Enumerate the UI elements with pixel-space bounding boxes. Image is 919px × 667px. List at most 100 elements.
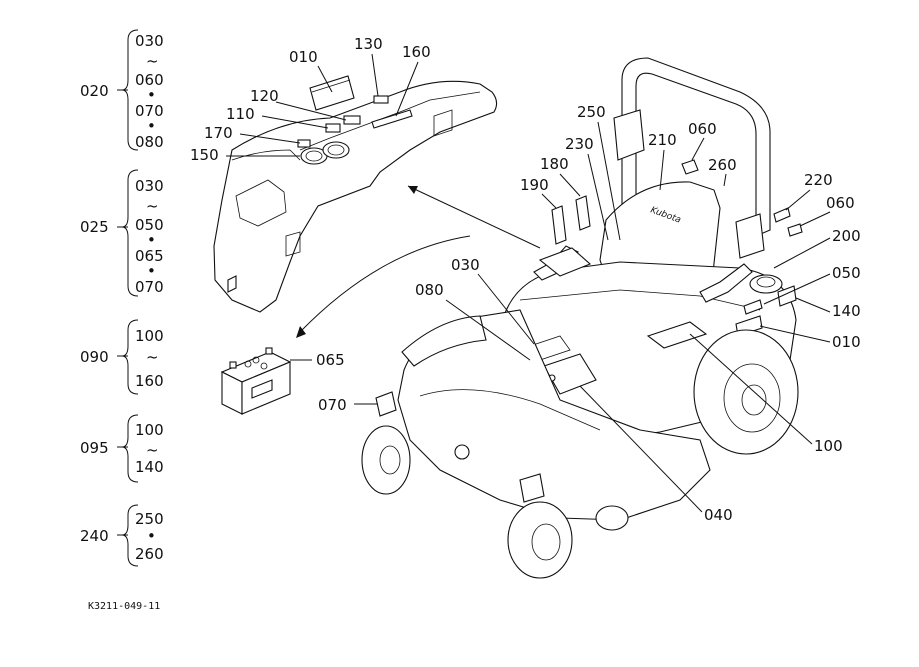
fender-edge-1	[231, 149, 301, 161]
callout-260: 260	[708, 156, 737, 174]
group-020-item-030: 030	[135, 32, 164, 50]
group-090-label: 090	[80, 348, 109, 366]
decal-070	[375, 391, 397, 417]
group-090-tilde: ~	[146, 348, 159, 366]
decal-110	[325, 123, 341, 133]
caster-right	[507, 501, 573, 579]
rops-label-plate	[613, 109, 645, 161]
leader-080	[445, 299, 531, 361]
callout-010-body: 010	[832, 333, 861, 351]
group-020-tilde: ~	[146, 52, 159, 70]
callout-065: 065	[316, 351, 345, 369]
callout-160: 160	[402, 43, 431, 61]
rear-wheel	[693, 329, 799, 455]
leader-060-rops	[691, 137, 705, 161]
leader-260	[723, 173, 727, 187]
control-lever-right	[699, 263, 753, 303]
callout-150: 150	[190, 146, 219, 164]
leader-030	[477, 273, 535, 345]
battery-locator-arrow	[299, 235, 471, 333]
group-090-item-100: 100	[135, 327, 164, 345]
callout-070: 070	[318, 396, 347, 414]
group-020-brace	[121, 29, 139, 151]
battery-cap-1	[244, 360, 252, 368]
fuel-cap-inner	[756, 276, 776, 288]
decal-100-body	[646, 321, 708, 349]
group-025-label: 025	[80, 218, 109, 236]
decal-060-rops	[681, 159, 699, 175]
group-020-bullet-2: •	[147, 117, 156, 135]
leader-140	[795, 297, 831, 313]
battery-terminal-right	[265, 347, 273, 355]
callout-110: 110	[226, 105, 255, 123]
deck-crease	[419, 389, 601, 431]
decal-220	[773, 207, 791, 223]
battery-terminal-left	[229, 361, 237, 369]
group-095-item-140: 140	[135, 458, 164, 476]
decal-120	[343, 115, 361, 125]
group-240-brace	[121, 504, 139, 567]
callout-250: 250	[577, 103, 606, 121]
group-025-item-065: 065	[135, 247, 164, 265]
callout-190: 190	[520, 176, 549, 194]
leader-200	[773, 237, 831, 269]
battery-cap-2	[252, 356, 260, 364]
decal-010-top	[309, 75, 355, 111]
fender-panel	[235, 179, 287, 227]
callout-010-top: 010	[289, 48, 318, 66]
group-240-bullet: •	[147, 527, 156, 545]
deck-spindle	[454, 444, 470, 460]
fuel-cap	[749, 274, 783, 294]
leader-110	[261, 115, 329, 129]
callout-200: 200	[832, 227, 861, 245]
group-020-item-060: 060	[135, 71, 164, 89]
rear-wheel-rim	[723, 363, 781, 433]
decal-065	[251, 379, 273, 399]
group-095-tilde: ~	[146, 441, 159, 459]
caster-left-hub	[379, 445, 401, 475]
cup-holder-right-inner	[327, 144, 345, 156]
decal-040	[543, 353, 597, 395]
group-095-item-100: 100	[135, 421, 164, 439]
decal-050	[743, 299, 763, 315]
caster-mount	[519, 473, 545, 503]
fender-hook	[227, 275, 237, 293]
body-crease	[519, 289, 761, 311]
callout-050: 050	[832, 264, 861, 282]
group-240-item-260: 260	[135, 545, 164, 563]
fender-bracket	[433, 109, 453, 137]
fender-console-exploded	[213, 75, 498, 313]
caster-left	[361, 425, 411, 495]
anti-scalp-roller	[595, 505, 629, 531]
callout-210: 210	[648, 131, 677, 149]
mower-callouts: 030 080 070 250 230 180 190 210 060 260 …	[318, 103, 861, 524]
leader-040	[579, 385, 703, 513]
battery-arrowhead	[296, 326, 306, 338]
lever-190	[551, 205, 567, 245]
group-025-item-050: 050	[135, 216, 164, 234]
callout-120: 120	[250, 87, 279, 105]
group-025-bullet-2: •	[147, 262, 156, 280]
cup-holder-left-inner	[305, 150, 323, 162]
leader-130	[371, 53, 379, 97]
leader-250	[597, 121, 621, 241]
group-240-label: 240	[80, 527, 109, 545]
decal-010-stripe	[311, 79, 351, 93]
leader-010-top	[317, 65, 333, 93]
leader-100	[689, 333, 813, 445]
decal-130	[373, 95, 389, 104]
leader-120	[275, 101, 347, 121]
cup-holder-right	[322, 141, 350, 159]
leader-190	[541, 193, 557, 209]
decal-060-side	[787, 223, 803, 237]
rops-bracket-right	[735, 213, 765, 259]
group-025-bullet-1: •	[147, 231, 156, 249]
fender-callouts: 010 130 160 120 110 170 150	[190, 35, 431, 164]
lever-180	[575, 195, 591, 231]
group-025-item-070: 070	[135, 278, 164, 296]
decal-250	[538, 247, 592, 277]
group-020-label: 020	[80, 82, 109, 100]
deck-guard	[401, 315, 487, 367]
